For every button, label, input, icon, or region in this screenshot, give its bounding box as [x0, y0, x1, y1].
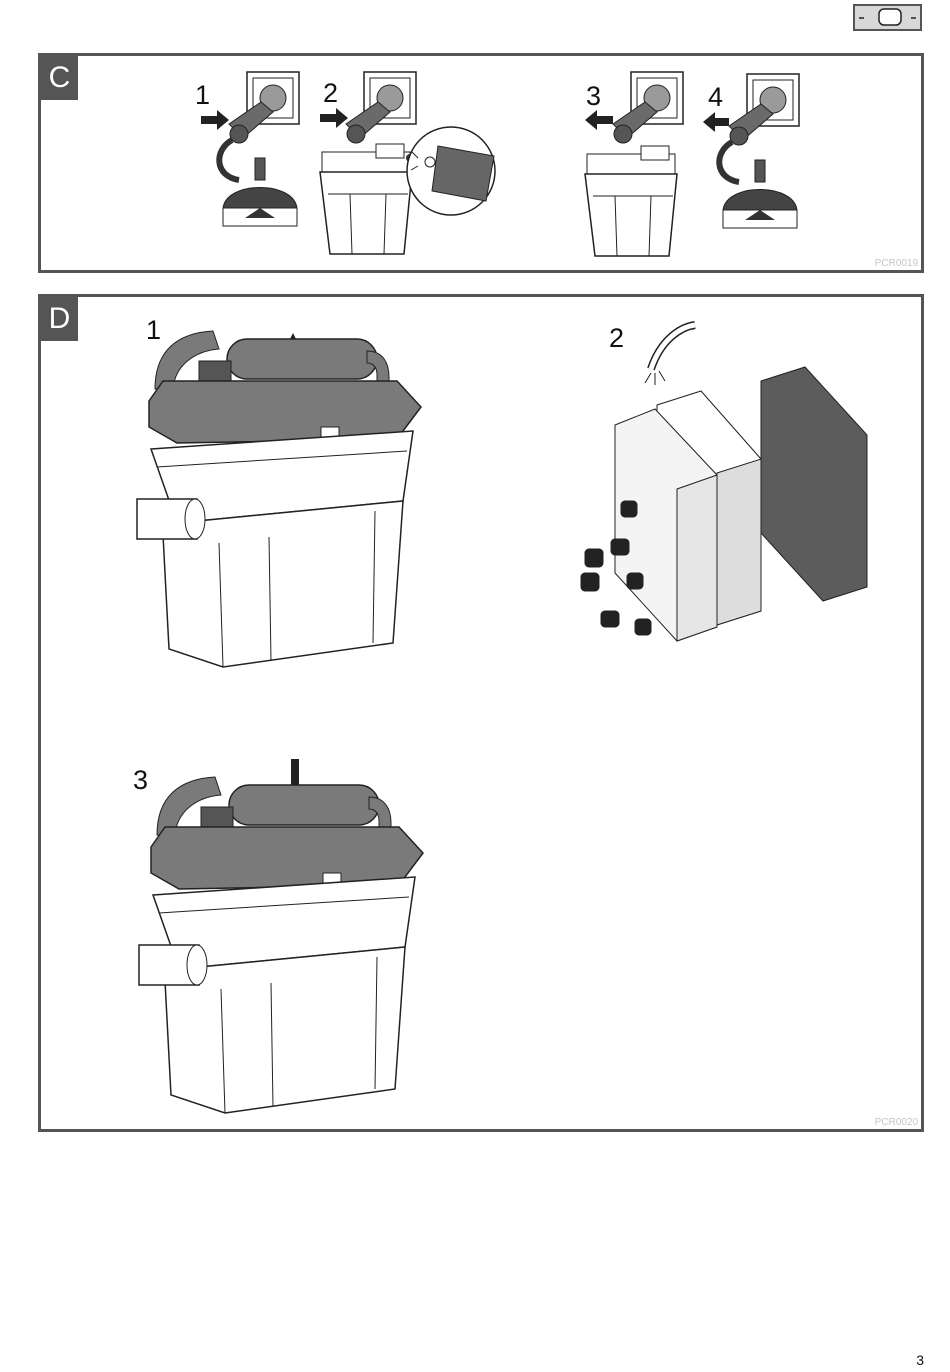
- filter-lid-placement-illustration: [139, 757, 429, 1117]
- plug-connect-pump-illustration: [199, 68, 309, 228]
- panel-c: C 1 2 3 4: [38, 53, 924, 273]
- foam-rinse-illustration: [571, 311, 871, 661]
- page-number: 3: [916, 1352, 924, 1368]
- device-badge: [853, 4, 922, 31]
- figure-code: PCR0020: [875, 1117, 918, 1128]
- figure-code: PCR0019: [875, 258, 918, 269]
- unplug-pump-illustration: [701, 70, 811, 230]
- panel-letter: D: [41, 297, 78, 341]
- filter-lid-removal-illustration: [137, 311, 427, 671]
- unplug-filter-illustration: [581, 68, 721, 258]
- plug-connect-filter-illustration: [316, 66, 501, 266]
- pond-filter-unit-icon: [855, 6, 920, 29]
- panel-d: D 1 2 3: [38, 294, 924, 1132]
- panel-letter: C: [41, 56, 78, 100]
